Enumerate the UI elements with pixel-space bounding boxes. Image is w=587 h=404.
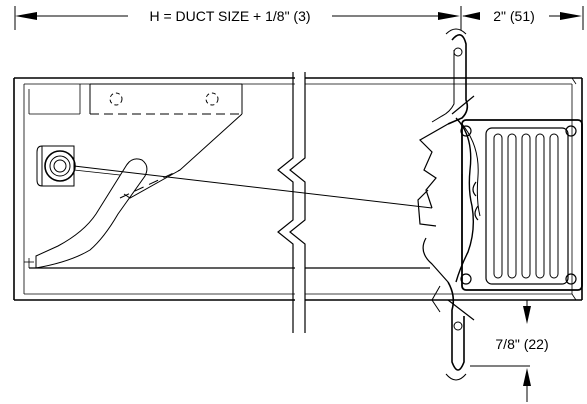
offset-dimension: 7/8" (22) — [470, 299, 549, 402]
mounting-plate — [89, 83, 243, 199]
offset-arrow-bottom — [523, 368, 531, 386]
height-arrow-right — [438, 12, 460, 20]
mounting-hole-right — [205, 92, 219, 106]
height-dimension: H = DUCT SIZE + 1/8" (3) — [14, 6, 462, 30]
linkage-rod — [73, 165, 433, 209]
pivot-assembly — [36, 145, 76, 187]
pivot-shaft — [53, 159, 67, 173]
depth-arrow-right — [560, 12, 582, 20]
depth-arrow-left — [462, 12, 480, 20]
frame-left — [13, 77, 295, 301]
height-label: H = DUCT SIZE + 1/8" (3) — [149, 8, 310, 24]
frame-right — [305, 77, 583, 301]
depth-dimension: 2" (51) — [462, 6, 584, 30]
blade-cam — [35, 158, 181, 269]
offset-arrow-top — [523, 306, 531, 324]
height-arrow-left — [15, 12, 37, 20]
mounting-hole-left — [109, 92, 123, 106]
depth-label: 2" (51) — [493, 8, 535, 24]
retaining-clip — [417, 28, 481, 381]
offset-label: 7/8" (22) — [495, 336, 548, 352]
actuator-housing — [460, 119, 583, 291]
break-lines — [277, 72, 306, 333]
pivot-inner-ring — [49, 155, 71, 177]
